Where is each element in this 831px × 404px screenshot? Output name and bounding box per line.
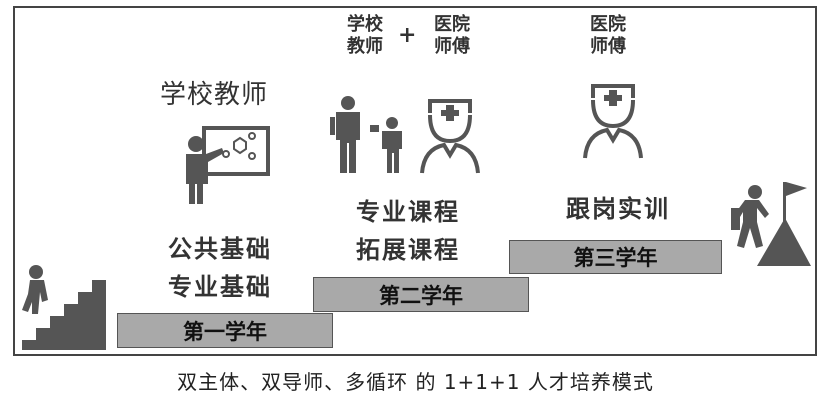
course-label: 公共基础 bbox=[168, 234, 272, 263]
mentor-label-text: 医院师傅 bbox=[434, 14, 470, 57]
course-label: 专业课程 bbox=[356, 197, 460, 226]
joiner-plus: + bbox=[398, 22, 417, 48]
summit-flag-icon bbox=[731, 182, 811, 266]
mentor-label-text: 学校教师 bbox=[347, 14, 383, 57]
mentor-label-school-teacher: 学校教师 bbox=[337, 14, 393, 58]
course-label: 跟岗实训 bbox=[566, 194, 670, 223]
figure-caption: 双主体、双导师、多循环 的 1+1+1 人才培养模式 bbox=[177, 370, 654, 394]
mentor-label-hospital-master: 医院师傅 bbox=[424, 14, 480, 58]
stairs-climber-icon bbox=[22, 265, 106, 350]
doctor-icon bbox=[583, 84, 643, 159]
step-year1: 第一学年 bbox=[117, 313, 333, 348]
mentor-label-year1: 学校教师 bbox=[160, 80, 269, 110]
courses-year1: 公共基础 专业基础 bbox=[145, 230, 295, 306]
teacher-student-icon bbox=[330, 96, 402, 173]
courses-year3: 跟岗实训 bbox=[548, 190, 688, 228]
course-label: 拓展课程 bbox=[356, 235, 460, 264]
courses-year2: 专业课程 拓展课程 bbox=[338, 193, 478, 269]
doctor-icon bbox=[420, 99, 480, 174]
step-year3: 第三学年 bbox=[509, 240, 722, 274]
teacher-board-icon bbox=[186, 126, 270, 204]
mentor-label-text: 医院师傅 bbox=[590, 14, 626, 57]
course-label: 专业基础 bbox=[168, 272, 272, 301]
mentor-label-year3: 医院师傅 bbox=[580, 14, 636, 58]
step-year2: 第二学年 bbox=[313, 277, 529, 312]
